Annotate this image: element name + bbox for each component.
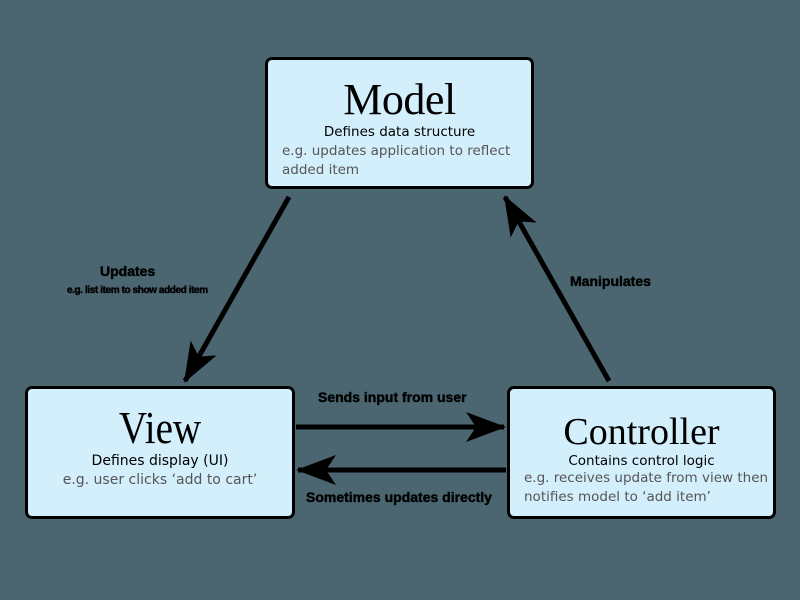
arrow-controller-to-model bbox=[502, 195, 612, 383]
view-subtitle: Defines display (UI) bbox=[91, 453, 229, 469]
edge-label-sends-input: Sends input from user bbox=[318, 389, 467, 405]
controller-subtitle: Contains control logic bbox=[568, 453, 715, 469]
edge-sublabel-updates: e.g. list item to show added item bbox=[67, 285, 208, 296]
controller-node: Controller Contains control logic e.g. r… bbox=[507, 386, 776, 519]
edge-label-manipulates: Manipulates bbox=[570, 273, 651, 289]
edge-label-sometimes-updates: Sometimes updates directly bbox=[306, 489, 492, 505]
model-example: e.g. updates application to reflect adde… bbox=[282, 143, 511, 178]
view-node: View Defines display (UI) e.g. user clic… bbox=[25, 386, 295, 519]
controller-title: Controller bbox=[563, 411, 720, 453]
view-example: e.g. user clicks ‘add to cart’ bbox=[62, 472, 258, 488]
edge-label-updates: Updates bbox=[100, 263, 156, 279]
model-title: Model bbox=[343, 75, 456, 124]
model-node: Model Defines data structure e.g. update… bbox=[265, 57, 534, 189]
controller-example: e.g. receives update from view then noti… bbox=[524, 470, 769, 505]
arrow-model-to-view bbox=[182, 195, 292, 383]
view-title: View bbox=[118, 402, 202, 453]
model-subtitle: Defines data structure bbox=[323, 124, 476, 140]
